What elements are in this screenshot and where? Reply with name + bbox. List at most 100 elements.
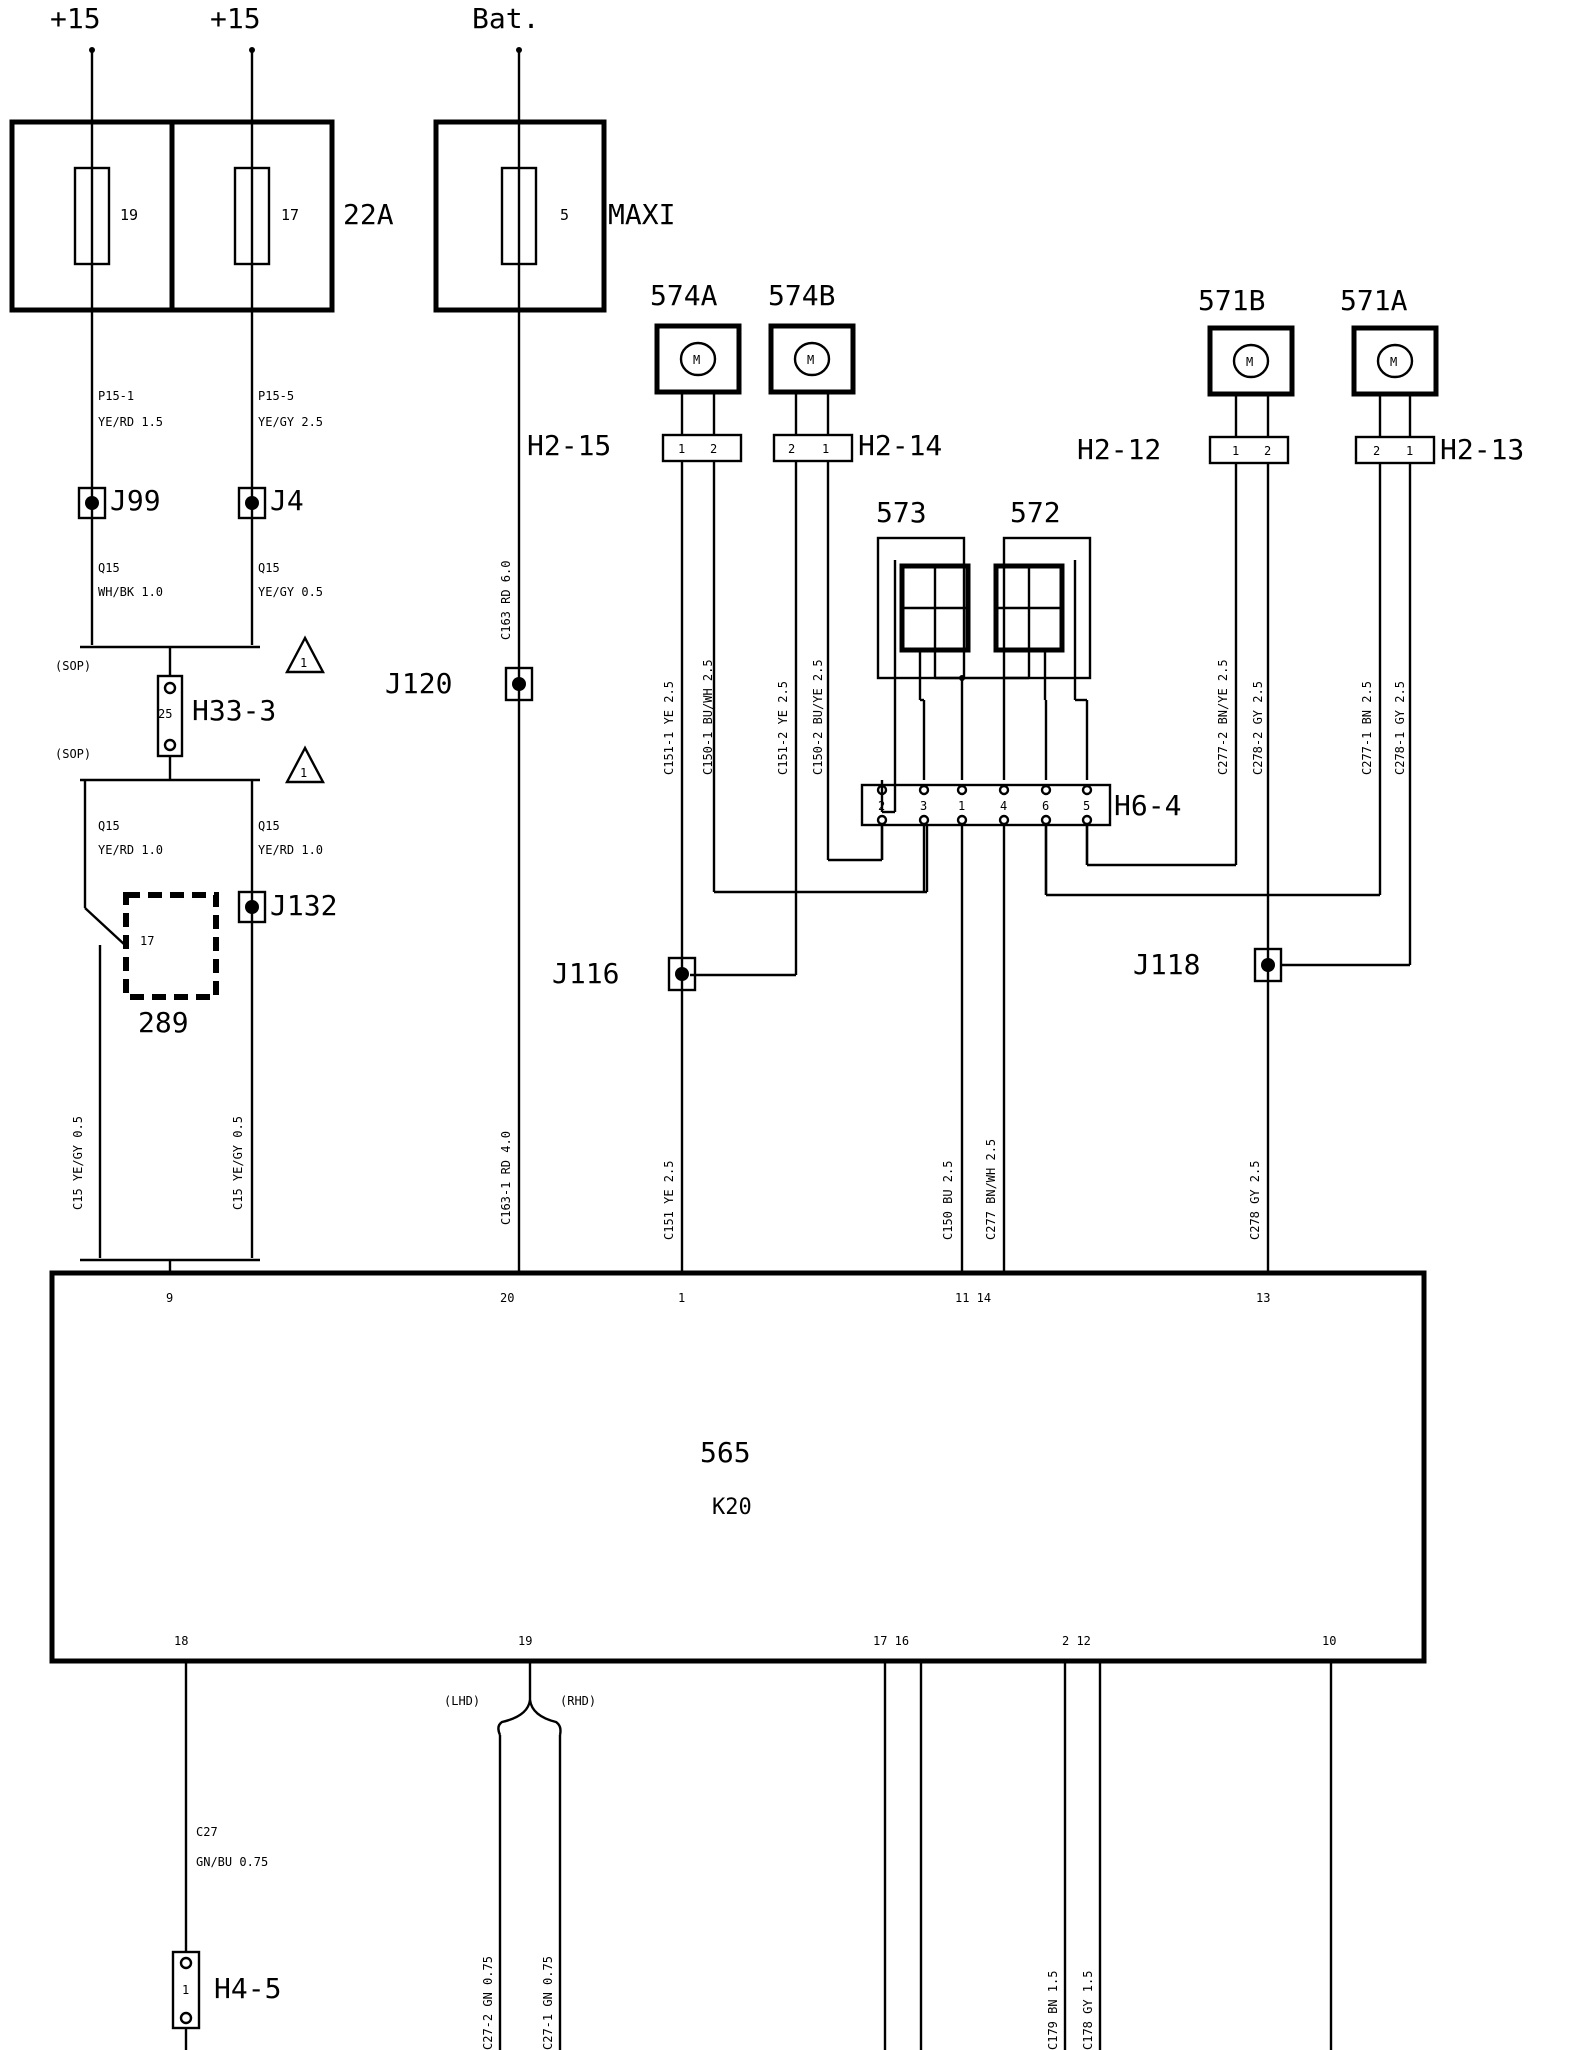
module-pin-1: 1 — [678, 1291, 685, 1305]
splice-j118-label: J118 — [1133, 948, 1200, 981]
wire-q15-b-label: Q15 — [258, 561, 280, 575]
splice-j120-label: J120 — [385, 667, 452, 700]
option-sop-2: (SOP) — [55, 747, 91, 761]
splice-j116-label: J116 — [552, 957, 619, 990]
switch-573-label: 573 — [876, 496, 927, 529]
splice-j132 — [237, 890, 267, 924]
motor-574a-symbol: M — [693, 353, 700, 367]
module-pin-13: 13 — [1256, 1291, 1270, 1305]
wire-c151-2-label: C151-2 YE 2.5 — [776, 681, 790, 775]
wire-c277-label: C277 BN/WH 2.5 — [984, 1139, 998, 1240]
connector-h4-5 — [171, 1950, 201, 2030]
connector-h2-13-label: H2-13 — [1440, 433, 1524, 466]
wire-c27-2-label: C27-2 GN 0.75 — [481, 1956, 495, 2050]
note-number-2: 1 — [300, 766, 307, 780]
wire-c278-2-label: C278-2 GY 2.5 — [1251, 681, 1265, 775]
connector-h4-5-pin: 1 — [182, 1983, 189, 1997]
module-pin-10: 10 — [1322, 1634, 1336, 1648]
connector-h33-3-label: H33-3 — [192, 694, 276, 727]
connector-h2-15-pin2: 2 — [710, 442, 717, 456]
wire-c278-label: C278 GY 2.5 — [1248, 1161, 1262, 1240]
h6-pin-c: 1 — [958, 799, 965, 813]
connector-h2-12-pin2: 2 — [1264, 444, 1271, 458]
note-number-1: 1 — [300, 656, 307, 670]
wire-c27-1-label: C27-1 GN 0.75 — [541, 1956, 555, 2050]
motor-574b-symbol: M — [807, 353, 814, 367]
wire-q15-d-label: Q15 — [258, 819, 280, 833]
wire-c15-right-label: C15 YE/GY 0.5 — [231, 1116, 245, 1210]
connector-h4-5-label: H4-5 — [214, 1972, 281, 2005]
h6-pin-d: 4 — [1000, 799, 1007, 813]
h6-wires — [880, 825, 1089, 1273]
wire-c27-color: GN/BU 0.75 — [196, 1855, 268, 1869]
fuse-17-label: 17 — [281, 206, 299, 224]
connector-h6-4-pins — [876, 784, 1093, 826]
h6-pin-f: 5 — [1083, 799, 1090, 813]
fuse-maxi-label: MAXI — [608, 198, 675, 231]
module-565-id: 565 — [700, 1436, 751, 1469]
h6-pin-e: 6 — [1042, 799, 1049, 813]
motor-571b — [1207, 325, 1295, 397]
option-sop-1: (SOP) — [55, 659, 91, 673]
supply-label-bat: Bat. — [472, 2, 539, 35]
module-565-sub: K20 — [712, 1495, 752, 1520]
connector-h2-15 — [661, 433, 743, 463]
motor-574b — [768, 323, 856, 395]
splice-j99 — [77, 486, 107, 520]
connector-h2-12-label: H2-12 — [1077, 433, 1161, 466]
wire-c163-1-label: C163-1 RD 4.0 — [499, 1131, 513, 1225]
switch-572-label: 572 — [1010, 496, 1061, 529]
module-pin-18: 18 — [174, 1634, 188, 1648]
connector-h2-14-pin2: 2 — [788, 442, 795, 456]
motor-leads — [680, 392, 1412, 437]
wire-q15-a-color: WH/BK 1.0 — [98, 585, 163, 599]
module-pin-20: 20 — [500, 1291, 514, 1305]
wire-c178-label: C178 GY 1.5 — [1081, 1971, 1095, 2050]
wire-c150-1-label: C150-1 BU/WH 2.5 — [701, 659, 715, 775]
connector-h2-14-pin1: 1 — [822, 442, 829, 456]
wire-c277-2-label: C277-2 BN/YE 2.5 — [1216, 659, 1230, 775]
bottom-wires — [184, 1661, 1333, 2050]
splice-j4-label: J4 — [270, 484, 304, 517]
wire-p15-5-label: P15-5 — [258, 389, 294, 403]
motor-571b-label: 571B — [1198, 284, 1265, 317]
splice-j116 — [667, 956, 697, 992]
connector-h2-15-label: H2-15 — [527, 429, 611, 462]
option-lhd: (LHD) — [444, 1694, 480, 1708]
wire-left-supply — [89, 47, 522, 1273]
module-565 — [49, 1270, 1427, 1664]
wire-q15-c-color: YE/RD 1.0 — [98, 843, 163, 857]
option-rhd: (RHD) — [560, 1694, 596, 1708]
motor-571a-label: 571A — [1340, 284, 1408, 317]
splice-j4 — [237, 486, 267, 520]
wire-q15-d-color: YE/RD 1.0 — [258, 843, 323, 857]
module-pin-19: 19 — [518, 1634, 532, 1648]
motor-571a — [1351, 325, 1439, 397]
connector-h2-13 — [1354, 435, 1436, 465]
connector-h2-13-pin1: 1 — [1406, 444, 1413, 458]
h6-pin-a: 2 — [878, 799, 885, 813]
splice-j120 — [504, 666, 534, 702]
fuse-19-label: 19 — [120, 206, 138, 224]
motor-574a-label: 574A — [650, 279, 718, 312]
module-pin-11-14: 11 14 — [955, 1291, 991, 1305]
note-triangle-1 — [285, 635, 325, 674]
wire-c15-left-label: C15 YE/GY 0.5 — [71, 1116, 85, 1210]
wire-q15-a-label: Q15 — [98, 561, 120, 575]
motor-wires — [680, 461, 1412, 1273]
supply-label-15b: +15 — [210, 2, 261, 35]
module-289-label: 289 — [138, 1006, 189, 1039]
motor-574b-label: 574B — [768, 279, 835, 312]
connector-h2-12 — [1208, 435, 1290, 465]
connector-h6-4 — [860, 783, 1112, 827]
switch-573 — [876, 536, 971, 814]
wire-c277-1-label: C277-1 BN 2.5 — [1360, 681, 1374, 775]
wire-c151-label: C151 YE 2.5 — [662, 1161, 676, 1240]
connector-h2-14 — [772, 433, 854, 463]
wire-c150-2-label: C150-2 BU/YE 2.5 — [811, 659, 825, 775]
module-pin-17-16: 17 16 — [873, 1634, 909, 1648]
wire-q15-b-color: YE/GY 0.5 — [258, 585, 323, 599]
motor-571b-symbol: M — [1246, 355, 1253, 369]
wire-c151-1-label: C151-1 YE 2.5 — [662, 681, 676, 775]
splice-j118 — [1253, 947, 1283, 983]
